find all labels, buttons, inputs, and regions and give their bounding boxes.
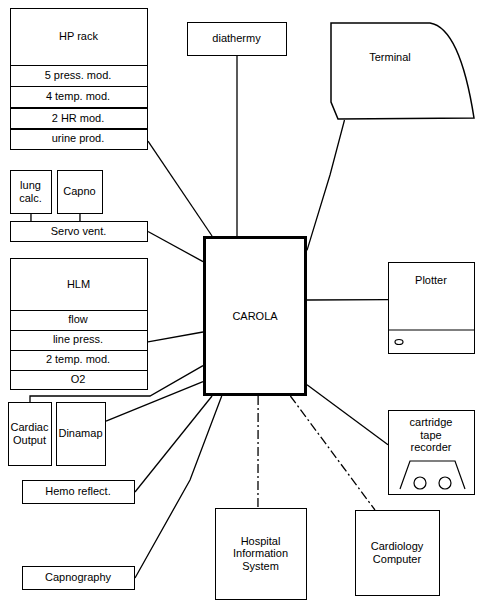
- plotter-button: [395, 340, 403, 345]
- text-area: Capnography: [23, 567, 133, 588]
- device-label: cartridge tape recorder: [406, 416, 456, 454]
- device-box: 2 temp. mod.: [10, 350, 148, 372]
- text-area: 5 press. mod.: [11, 66, 146, 86]
- cable: [106, 382, 203, 422]
- cable: [148, 232, 203, 262]
- device-label: Servo vent.: [51, 225, 107, 238]
- text-area: Terminal: [340, 42, 440, 72]
- device-label: Cardiology Computer: [357, 540, 437, 565]
- device-label: Cardiac Output: [10, 421, 49, 446]
- text-area: CAROLA: [206, 239, 304, 393]
- device-box: Cardiology Computer: [355, 510, 440, 596]
- text-area: Hospital Information System: [216, 509, 305, 598]
- network-link: [290, 396, 375, 510]
- device-box: flow: [10, 310, 148, 332]
- device-label: lung calc.: [12, 179, 49, 204]
- device-box: Hospital Information System: [215, 508, 307, 600]
- device-label: 4 temp. mod.: [46, 90, 110, 103]
- device-label: 2 temp. mod.: [46, 353, 110, 366]
- text-area: HP rack: [11, 9, 146, 65]
- text-area: Hemo reflect.: [23, 481, 133, 502]
- text-area: lung calc.: [11, 171, 50, 212]
- device-box: line press.: [10, 330, 148, 352]
- device-label: HP rack: [59, 30, 98, 43]
- text-area: Cardiology Computer: [356, 511, 438, 594]
- text-area: O2: [11, 371, 146, 388]
- device-label: HLM: [67, 278, 90, 291]
- device-box: urine prod.: [10, 128, 148, 149]
- device-label: diathermy: [212, 32, 260, 45]
- text-area: Capno: [58, 171, 101, 212]
- tape-reel: [439, 477, 451, 489]
- device-label: flow: [68, 313, 88, 326]
- device-label: Plotter: [415, 274, 447, 287]
- device-label: Terminal: [369, 51, 411, 64]
- device-box: 2 HR mod.: [10, 107, 148, 130]
- text-area: Servo vent.: [11, 222, 146, 240]
- plotter-slot: [389, 329, 474, 330]
- cable: [307, 385, 388, 445]
- cable: [135, 396, 222, 578]
- device-box: Hemo reflect.: [22, 480, 135, 504]
- cable: [236, 56, 237, 236]
- device-label: CAROLA: [232, 310, 277, 323]
- cable: [307, 120, 345, 250]
- device-label: Hospital Information System: [217, 535, 304, 573]
- device-box: Plotter: [388, 262, 475, 354]
- device-box: lung calc.: [10, 170, 52, 214]
- device-label: 5 press. mod.: [45, 69, 112, 82]
- text-area: line press.: [11, 331, 146, 350]
- device-box: 4 temp. mod.: [10, 86, 148, 109]
- text-area: cartridge tape recorder: [405, 414, 457, 456]
- cable: [148, 332, 203, 342]
- network-link: [257, 396, 258, 508]
- device-label: Hemo reflect.: [45, 485, 110, 498]
- device-label: line press.: [53, 333, 103, 346]
- device-box: diathermy: [187, 22, 287, 56]
- device-label: Dinamap: [58, 427, 102, 440]
- text-area: diathermy: [188, 23, 285, 54]
- device-box: 5 press. mod.: [10, 65, 148, 88]
- device-box: Servo vent.: [10, 221, 148, 242]
- device-box: cartridge tape recorder: [388, 410, 475, 495]
- cable: [30, 214, 31, 221]
- cable: [148, 141, 212, 236]
- device-label: Capnography: [45, 571, 111, 584]
- text-area: 2 HR mod.: [11, 108, 146, 128]
- device-box: CAROLA: [203, 236, 307, 396]
- device-box: Cardiac Output: [8, 402, 52, 466]
- device-label: O2: [71, 373, 86, 386]
- text-area: 2 temp. mod.: [11, 351, 146, 370]
- device-box: Capno: [57, 170, 103, 214]
- text-area: 4 temp. mod.: [11, 87, 146, 107]
- terminal-outline: [331, 23, 474, 119]
- text-area: flow: [11, 311, 146, 330]
- tape-cassette: [400, 461, 465, 489]
- device-box: Capnography: [22, 566, 135, 590]
- terminal-outline: [330, 22, 475, 120]
- device-box: O2: [10, 370, 148, 390]
- cable: [307, 299, 388, 301]
- cable: [79, 214, 80, 221]
- device-box: HLM flow line press. 2 temp. mod. O2: [10, 258, 148, 390]
- terminal-shape: Terminal: [330, 22, 475, 120]
- device-box: HP rack 5 press. mod. 4 temp. mod. 2 HR mod…: [10, 8, 148, 150]
- device-label: Capno: [63, 185, 95, 198]
- device-box: Dinamap: [56, 402, 106, 466]
- text-area: Plotter: [389, 269, 473, 291]
- cable: [30, 366, 203, 402]
- text-area: urine prod.: [11, 129, 146, 147]
- device-label: urine prod.: [52, 132, 105, 145]
- tape-reel: [414, 477, 426, 489]
- text-area: HLM: [11, 259, 146, 310]
- device-label: 2 HR mod.: [52, 112, 105, 125]
- text-area: Cardiac Output: [9, 403, 50, 464]
- text-area: Dinamap: [57, 403, 104, 464]
- cable: [135, 396, 212, 492]
